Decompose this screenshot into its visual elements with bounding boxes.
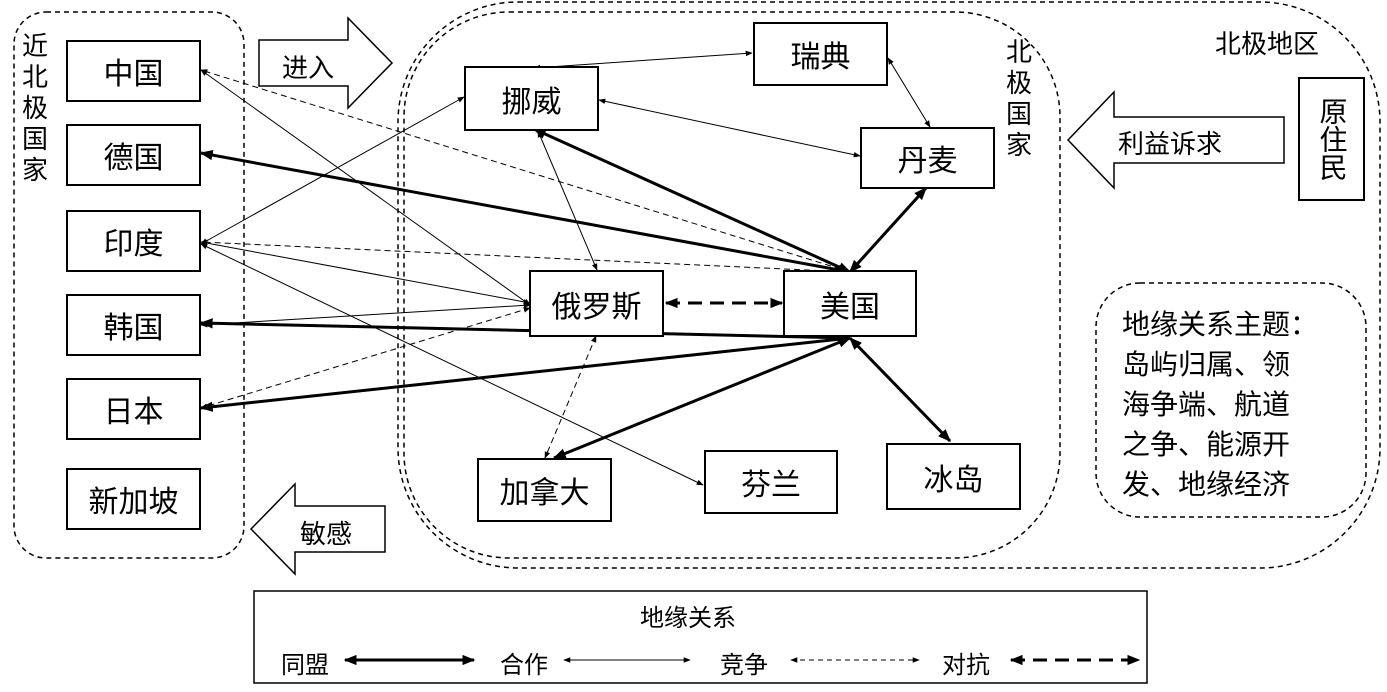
legend-label-confrontation: 对抗 <box>942 651 990 679</box>
arctic-states-title: 北极国家 <box>1004 38 1034 162</box>
relation-usa-denmark <box>848 186 928 274</box>
arctic-states-title-text: 北极国家 <box>1005 38 1032 161</box>
relation-norway-sweden <box>533 50 753 71</box>
country-canada-label: 加拿大 <box>499 476 590 511</box>
country-sweden: 瑞典 <box>753 22 888 86</box>
country-canada: 加拿大 <box>477 458 612 522</box>
country-iceland-label: 冰岛 <box>923 462 984 498</box>
relation-norway-russia <box>537 130 598 271</box>
relation-usa-norway <box>532 127 852 274</box>
sensitive-arrow <box>249 482 386 576</box>
country-norway: 挪威 <box>464 66 599 131</box>
topic-line-5: 发、地缘经济 <box>1122 468 1291 501</box>
near-arctic-title: 近北极国家 <box>20 32 50 187</box>
topic-container <box>1095 282 1367 518</box>
country-india: 印度 <box>66 210 201 272</box>
relation-russia-canada <box>544 335 597 459</box>
country-japan: 日本 <box>66 378 201 440</box>
country-russia-label: 俄罗斯 <box>551 289 642 325</box>
legend-box <box>253 590 1148 684</box>
country-norway-label: 挪威 <box>501 84 562 120</box>
country-korea: 韩国 <box>66 294 201 356</box>
relation-norway-denmark <box>598 98 861 158</box>
legend-title: 地缘关系 <box>640 604 736 632</box>
legend-label-alliance: 同盟 <box>281 651 329 679</box>
relation-usa-germany <box>199 149 852 276</box>
country-singapore-label: 新加坡 <box>88 485 179 520</box>
relation-usa-india <box>200 239 851 275</box>
country-finland-label: 芬兰 <box>741 468 801 503</box>
sensitive-label: 敏感 <box>300 520 353 550</box>
relation-russia-india <box>200 240 531 305</box>
country-sweden-label: 瑞典 <box>790 40 851 75</box>
country-japan-label: 日本 <box>103 395 164 430</box>
country-china: 中国 <box>66 40 201 102</box>
interests-arrow <box>1066 90 1285 190</box>
arctic-region-title: 北极地区 <box>1215 30 1320 60</box>
topic-line-3: 海争端、航道 <box>1122 388 1291 421</box>
relation-lines <box>199 50 952 486</box>
country-russia: 俄罗斯 <box>529 270 664 337</box>
relation-usa-iceland <box>848 336 952 443</box>
country-germany-label: 德国 <box>103 141 164 176</box>
country-india-label: 印度 <box>103 227 164 262</box>
country-usa: 美国 <box>783 270 917 337</box>
relation-russia-korea <box>200 302 531 328</box>
relation-usa-canada <box>552 336 852 460</box>
topic-line-1: 地缘关系主题： <box>1122 308 1319 341</box>
interests-label: 利益诉求 <box>1118 130 1223 160</box>
legend-label-cooperation: 合作 <box>500 651 548 679</box>
topic-line-2: 岛屿归属、领 <box>1122 348 1291 381</box>
topic-line-4: 之争、能源开 <box>1122 428 1291 461</box>
relation-usa-korea <box>199 318 852 343</box>
country-denmark: 丹麦 <box>860 127 995 189</box>
relation-usa-japan <box>199 334 852 412</box>
country-germany: 德国 <box>66 124 201 186</box>
indigenous-box: 原住民 <box>1298 77 1365 201</box>
country-china-label: 中国 <box>103 57 164 92</box>
country-usa-label: 美国 <box>820 289 880 325</box>
country-korea-label: 韩国 <box>103 311 164 346</box>
relation-norway-india <box>200 96 465 245</box>
country-denmark-label: 丹麦 <box>897 144 958 179</box>
indigenous-label: 原住民 <box>1315 97 1349 181</box>
country-singapore: 新加坡 <box>66 468 201 530</box>
near-arctic-container <box>13 11 245 559</box>
legend-label-competition: 竞争 <box>720 651 768 679</box>
country-finland: 芬兰 <box>704 450 838 514</box>
topic-text: 地缘关系主题： 岛屿归属、领 海争端、航道 之争、能源开 发、地缘经济 <box>1122 305 1318 505</box>
relation-sweden-denmark <box>887 57 931 128</box>
enter-label: 进入 <box>282 54 335 84</box>
country-iceland: 冰岛 <box>886 443 1021 510</box>
near-arctic-title-text: 近北极国家 <box>21 32 48 186</box>
